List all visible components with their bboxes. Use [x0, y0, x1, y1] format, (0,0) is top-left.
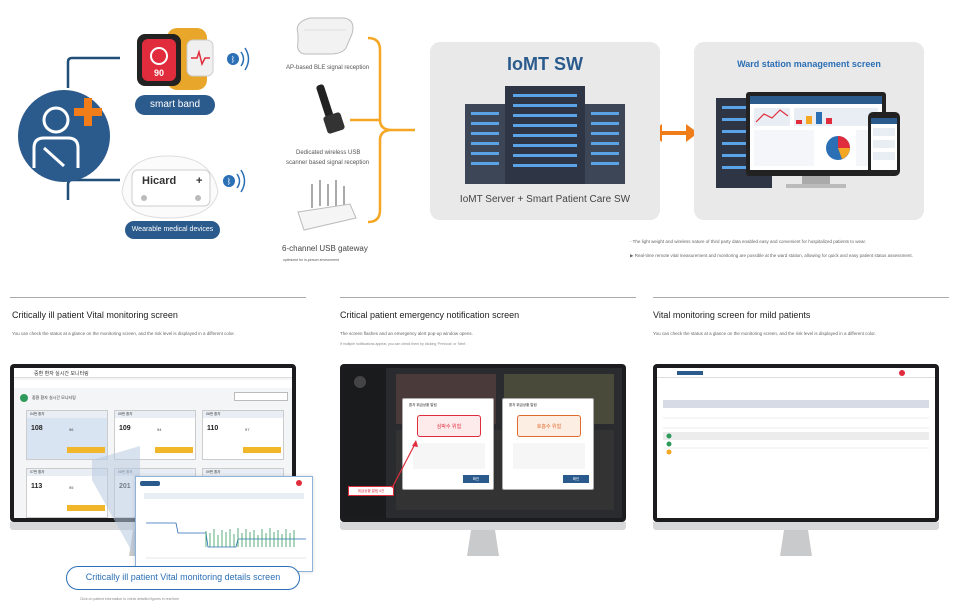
bluetooth-signal-icon: ᛒ: [227, 47, 250, 71]
usb-label-1: Dedicated wireless USB: [296, 150, 361, 156]
section-divider-2: [340, 297, 636, 298]
detail-screen-label: Critically ill patient Vital monitoring …: [66, 566, 300, 590]
patient-card-status-bar: [155, 447, 193, 453]
patient-card-hr: 109: [119, 425, 131, 432]
patient-card-hr: 110: [207, 425, 219, 432]
section-2-title: Critical patient emergency notification …: [340, 310, 520, 320]
hicard-device-image: Hicard +: [121, 155, 219, 219]
section-divider-1: [10, 297, 306, 298]
popup-right-alert: 호흡수 위험: [536, 424, 562, 430]
usb-label-2: scanner based signal reception: [286, 160, 370, 166]
badge-pointer-arrow: [391, 440, 418, 489]
patient-card-bed: 04번 환자: [27, 411, 107, 418]
section-1-title: Critically ill patient Vital monitoring …: [12, 310, 178, 320]
usb-gateway-image: [297, 180, 357, 231]
hicard-plus: +: [196, 175, 202, 187]
emergency-badge[interactable]: 위급상황 알림 4건: [348, 486, 394, 496]
ward-devices-image: [716, 92, 900, 188]
patient-card-bed: 07번 환자: [27, 469, 107, 476]
patient-card[interactable]: 04번 환자 108 96: [26, 410, 108, 460]
patient-card-status-bar: [243, 447, 281, 453]
patient-card-spo2: 96: [69, 427, 74, 432]
monitor-3-screen: [657, 368, 935, 518]
monitor-1-subheader: 중환 환자 실시간 모니터링: [32, 395, 76, 400]
hicard-brand: Hicard: [142, 175, 176, 187]
section-divider-3: [653, 297, 949, 298]
patient-table: [663, 417, 929, 455]
popup-right-ok[interactable]: 확인: [563, 475, 589, 483]
monitor-2: 환자 위급상황 알림 심박수 위험 확인 환자 위급상황 알림 호흡수 위험 확…: [340, 364, 626, 530]
alert-popup-left: 환자 위급상황 알림 심박수 위험 확인: [402, 398, 494, 490]
detail-waveform-chart: [146, 522, 306, 559]
patient-card-spo2: 95: [69, 485, 74, 490]
popup-left-title: 환자 위급상황 알림: [409, 403, 437, 407]
detail-callout-shape: [92, 446, 140, 566]
patient-band-line: [66, 56, 120, 88]
server-rack-image: [465, 86, 625, 184]
ward-note-1: - The light weight and wireless nature o…: [630, 239, 867, 244]
monitor-1-header: 중환 환자 실시간 모니터링: [34, 371, 89, 377]
gateway-label: 6-channel USB gateway: [282, 244, 368, 253]
band-face-number: 90: [154, 68, 164, 78]
patient-card-hr: 108: [31, 425, 43, 432]
patient-card-bed: 05번 환자: [115, 411, 195, 418]
smart-band-image: 90: [137, 28, 214, 90]
bluetooth-signal-icon-2: ᛒ: [223, 169, 246, 193]
patient-card-status-bar: [67, 505, 105, 511]
svg-text:ᛒ: ᛒ: [227, 177, 232, 186]
section-3-desc: You can check the status at a glance on …: [653, 331, 876, 336]
popup-right-title: 환자 위급상황 알림: [509, 403, 537, 407]
monitor-2-screen: 환자 위급상황 알림 심박수 위험 확인 환자 위급상황 알림 호흡수 위험 확…: [344, 368, 622, 518]
popup-left-alert: 심박수 위험: [436, 424, 462, 430]
gateway-sub: optimized for in-person environment: [283, 258, 339, 262]
patient-icon: [18, 90, 110, 182]
section-3-title: Vital monitoring screen for mild patient…: [653, 310, 811, 320]
section-2-desc2: If multiple notifications appear, you ca…: [340, 342, 467, 346]
patient-card-status-bar: [67, 447, 105, 453]
ward-note-2: ▶ Real-time remote vital measurement and…: [630, 253, 913, 258]
ap-label: AP-based BLE signal reception: [286, 65, 370, 71]
monitor-2-stand: [467, 530, 499, 556]
arrow-right-head: [686, 124, 698, 142]
patient-card-bed: 09번 환자: [203, 469, 283, 476]
smart-band-label: smart band: [135, 95, 215, 115]
table-header: [663, 400, 929, 408]
section-1-desc: You can check the status at a glance on …: [12, 331, 235, 336]
alert-popup-right: 환자 위급상황 알림 호흡수 위험 확인: [502, 398, 594, 490]
alert-dot-3: [899, 370, 905, 376]
iomt-sw-panel: IoMT SW IoMT Server + Smart Patient Care…: [430, 42, 660, 220]
section-2-desc: The screen flashes and an emergency aler…: [340, 331, 473, 336]
wearable-label: Wearable medical devices: [125, 221, 220, 239]
usb-scanner-image: [316, 84, 345, 134]
monitor-3-stand: [780, 530, 812, 556]
popup-left-ok[interactable]: 확인: [463, 475, 489, 483]
iomt-title: IoMT SW: [507, 54, 583, 74]
alert-dot: [296, 480, 302, 486]
patient-card-spo2: 94: [157, 427, 162, 432]
detail-panel: [135, 476, 313, 572]
monitor-3: [653, 364, 939, 530]
view-toggle[interactable]: [234, 392, 288, 401]
status-dot: [20, 394, 28, 402]
detail-foot-note: Click on patient information to check de…: [80, 597, 180, 601]
svg-text:ᛒ: ᛒ: [231, 55, 236, 64]
ap-router-image: [296, 17, 354, 55]
patient-card[interactable]: 06번 환자 110 97: [202, 410, 284, 460]
iomt-subtitle: IoMT Server + Smart Patient Care SW: [459, 194, 631, 205]
patient-card-spo2: 97: [245, 427, 250, 432]
patient-card-hr: 113: [31, 483, 43, 490]
ward-title: Ward station management screen: [737, 59, 881, 69]
patient-card-bed: 06번 환자: [203, 411, 283, 418]
orange-bracket: [350, 36, 415, 224]
ward-station-panel: Ward station management screen: [694, 42, 924, 220]
